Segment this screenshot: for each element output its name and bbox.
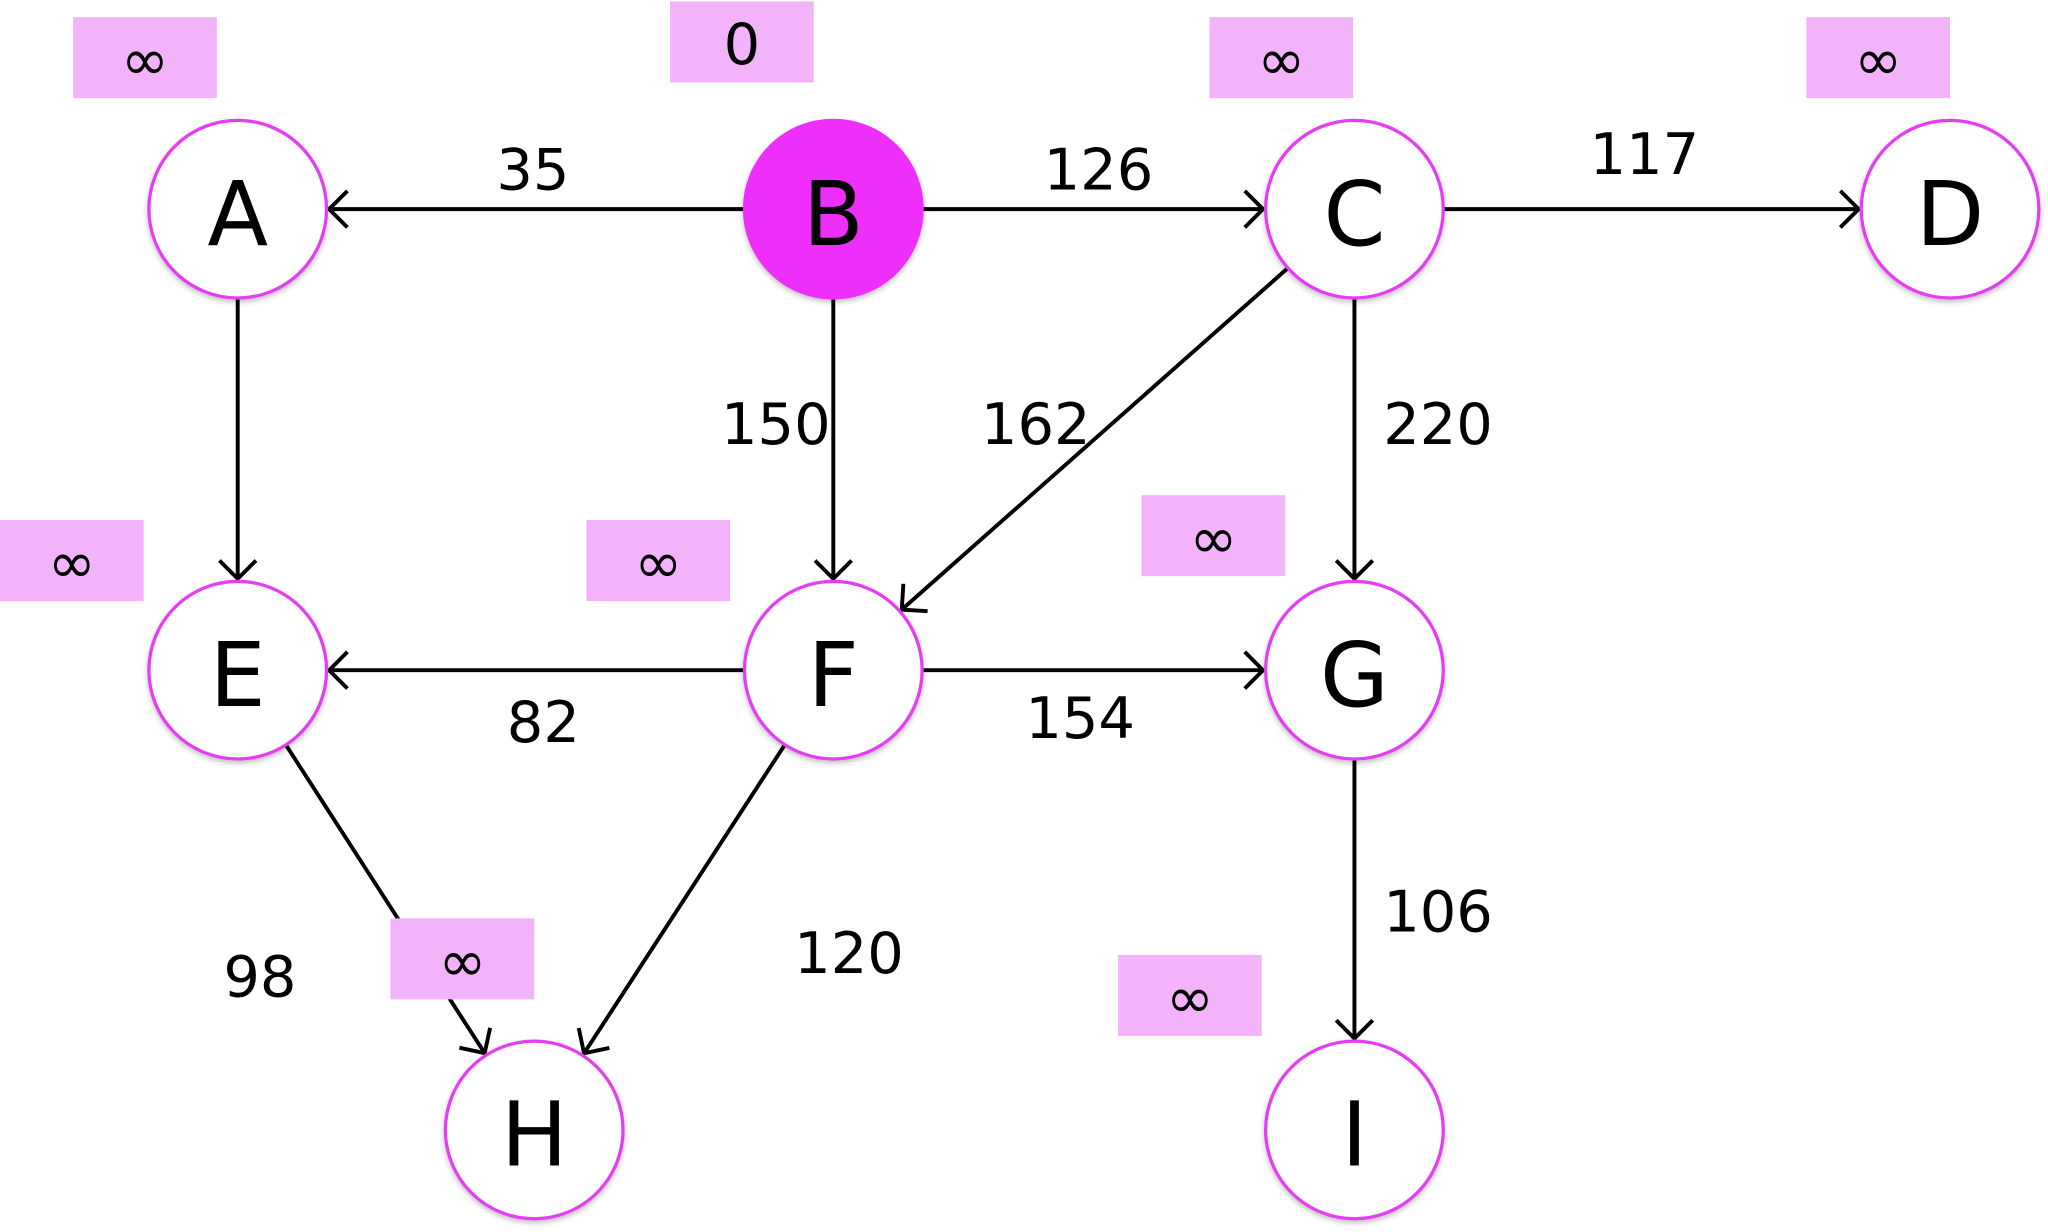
arrowhead-icon [576,1027,610,1056]
edge-C-F [899,266,1290,614]
node-label: H [501,1084,568,1187]
distance-value: ∞ [1189,505,1237,572]
distance-value: ∞ [438,928,486,995]
distance-box [670,1,814,83]
node-A[interactable]: A [147,118,329,300]
edge-C-D [1443,189,1862,229]
distance-box [1118,954,1262,1036]
edge-line [284,743,487,1055]
distance-value: ∞ [634,530,682,597]
arrowhead-icon [813,559,853,582]
distance-box [73,17,217,99]
node-circle [147,579,329,761]
node-G[interactable]: G [1264,579,1445,761]
edge-C-G [1334,297,1375,582]
edges-layer [218,189,1862,1056]
edge-weight-F-H: 120 [794,920,904,987]
edge-weight-G-I: 106 [1383,878,1493,945]
edge-E-H [284,743,493,1056]
arrowhead-icon [1243,189,1266,229]
node-label: E [210,624,266,727]
node-label: C [1323,163,1385,266]
node-circle [1859,118,2041,300]
arrowhead-icon [1334,559,1375,582]
distance-value: ∞ [1257,27,1305,94]
distance-value: ∞ [48,530,96,597]
edge-weight-F-G: 154 [1025,685,1135,752]
edge-weight-C-F: 162 [981,391,1091,458]
edge-weights-layer: 35 126 117 150 162 220 82 154 98 120 106 [223,121,1699,1011]
edge-F-H [576,743,787,1056]
node-H[interactable]: H [443,1039,625,1221]
distance-box [1209,17,1354,99]
arrowhead-icon [1838,189,1862,229]
arrowhead-icon [326,650,349,690]
edge-weight-B-A: 35 [496,136,569,203]
node-label: I [1341,1084,1367,1187]
node-E[interactable]: E [147,579,329,761]
distance-label-D: ∞ [1806,17,1951,99]
edge-B-A [326,189,745,229]
node-circle [1264,1039,1445,1221]
edge-weight-C-D: 117 [1590,121,1700,188]
node-circle [1264,579,1445,761]
distance-label-B: 0 [670,1,814,83]
edge-line [582,743,787,1055]
distance-label-G: ∞ [1141,495,1286,577]
edge-F-G [922,650,1266,690]
node-label: B [803,163,864,266]
edge-A-E [218,297,258,582]
arrowhead-icon [1243,650,1266,690]
node-C[interactable]: C [1264,118,1445,300]
distance-value: ∞ [1854,27,1902,94]
edge-weight-F-E: 82 [507,689,580,756]
node-B[interactable]: B [742,118,924,300]
distance-label-C: ∞ [1209,17,1354,99]
node-D[interactable]: D [1859,118,2041,300]
edge-weight-B-F: 150 [721,391,831,458]
edge-weight-B-C: 126 [1044,136,1154,203]
distance-label-E: ∞ [0,520,144,601]
edge-line [900,266,1290,612]
node-circle [742,579,924,761]
distance-label-A: ∞ [73,17,217,99]
distance-value: ∞ [121,27,169,94]
edge-weight-C-G: 220 [1383,391,1493,458]
edge-G-I [1334,759,1375,1042]
node-circle [1264,118,1445,300]
distance-box [0,520,144,601]
arrowhead-icon [899,583,928,614]
nodes-layer: A B C D E F G H I [147,118,2041,1221]
node-circle [443,1039,625,1221]
arrowhead-icon [458,1027,493,1056]
distance-value: ∞ [1166,965,1214,1032]
edge-weight-E-H: 98 [223,944,296,1011]
node-label: D [1916,163,1984,266]
arrowhead-icon [1334,1018,1375,1042]
distance-box [390,918,535,1000]
edge-B-F [813,297,853,582]
node-circle [147,118,329,300]
arrowhead-icon [326,189,349,229]
node-label: G [1320,624,1389,727]
distance-box [1141,495,1286,577]
node-label: F [808,624,859,727]
distance-label-H: ∞ [390,918,535,1000]
distance-label-I: ∞ [1118,954,1262,1036]
edge-F-E [326,650,745,690]
edge-B-C [922,189,1266,229]
node-F[interactable]: F [742,579,924,761]
distance-box [1806,17,1951,99]
distance-labels-layer: ∞ 0 ∞ ∞ ∞ ∞ ∞ ∞ ∞ [0,1,1951,1036]
distance-value: 0 [724,11,761,78]
distance-label-F: ∞ [586,520,731,601]
arrowhead-icon [218,559,258,582]
node-label: A [207,163,268,266]
distance-box [586,520,731,601]
node-I[interactable]: I [1264,1039,1445,1221]
node-circle [742,118,924,300]
